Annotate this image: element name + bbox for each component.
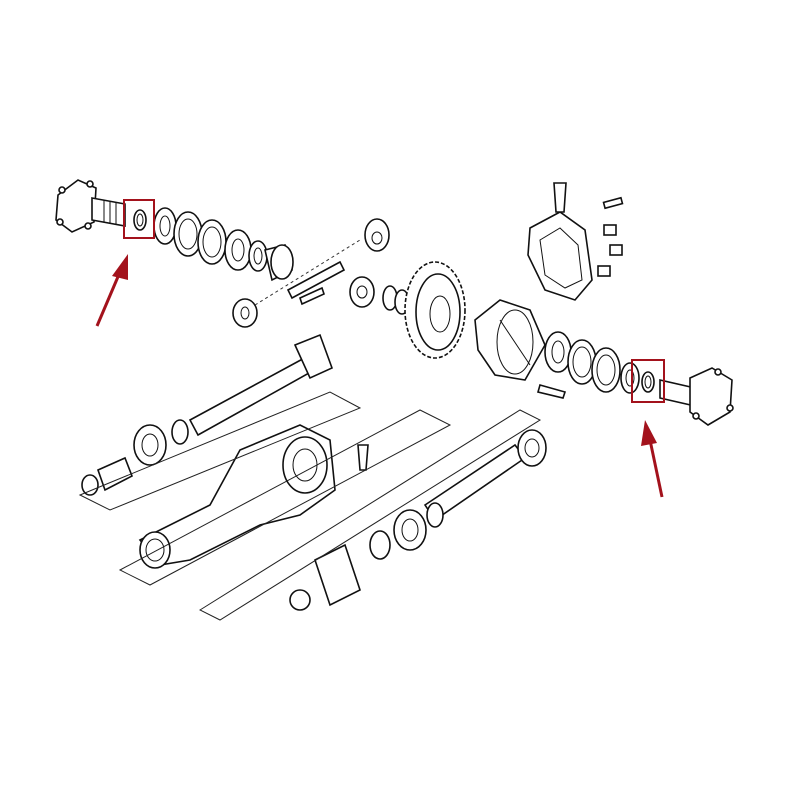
assembly-outline-center: [118, 409, 452, 586]
red-arrow-icon: [641, 420, 664, 498]
assembly-outline-left: [78, 391, 362, 511]
left-axle-seal: [133, 209, 147, 231]
ring-gear: [404, 261, 466, 359]
differential-cover: [527, 182, 624, 301]
highlight-box-left-seal: [123, 199, 155, 239]
spider-gears: [232, 218, 410, 328]
assembly-outline-lower: [198, 409, 542, 621]
highlight-box-right-seal: [631, 359, 665, 403]
right-axle-seal: [641, 371, 655, 393]
differential-carrier: [474, 299, 567, 399]
pinion-shaft: [81, 333, 334, 496]
red-arrow-icon: [95, 254, 128, 327]
axle-housing: [138, 424, 369, 569]
left-bearing-stack: [153, 207, 294, 282]
propeller-shaft: [289, 429, 547, 611]
left-axle-shaft: [55, 179, 126, 233]
right-bearing-stack: [544, 331, 640, 394]
right-axle-shaft: [659, 367, 734, 426]
